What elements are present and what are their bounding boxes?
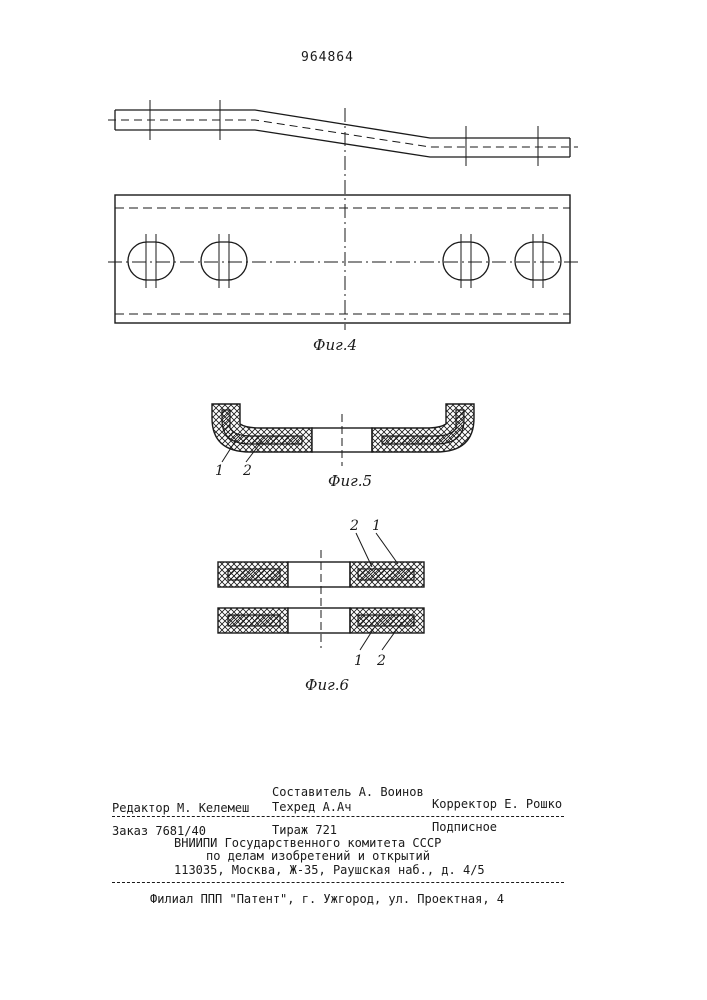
imprint-circulation: Тираж 721 <box>272 823 337 837</box>
imprint-org-line1: ВНИИПИ Государственного комитета СССР <box>174 836 441 850</box>
fig6-lower-left-core <box>228 615 280 626</box>
fig4-caption: Фиг.4 <box>313 336 357 354</box>
fig6-caption: Фиг.6 <box>305 676 349 694</box>
fig5-caption: Фиг.5 <box>328 472 372 490</box>
imprint-techred: Техред А.Ач <box>272 800 351 814</box>
fig4-profile-bottom <box>115 130 570 157</box>
fig6-upper-right-core <box>358 569 414 580</box>
fig6-lower-hole <box>288 608 350 633</box>
imprint-rule-top <box>112 816 564 817</box>
fig4-plan-view <box>115 195 570 323</box>
figure-5 <box>212 404 474 466</box>
imprint-address: 113035, Москва, Ж-35, Раушская наб., д. … <box>174 863 485 877</box>
fig4-hole-3 <box>443 234 489 288</box>
imprint-branch: Филиал ППП "Патент", г. Ужгород, ул. Про… <box>150 892 504 906</box>
imprint-editor: Редактор М. Келемеш <box>112 801 249 815</box>
figure-4 <box>108 100 578 330</box>
imprint-composer: Составитель А. Воинов <box>272 785 424 799</box>
fig4-hole-2 <box>201 234 247 288</box>
fig6-label-bottom-2: 2 <box>376 653 386 669</box>
fig6-label-top-2: 2 <box>349 518 359 534</box>
fig6-label-bottom-1: 1 <box>354 653 363 669</box>
imprint-subscription: Подписное <box>432 820 497 834</box>
fig6-lower-right-core <box>358 615 414 626</box>
fig5-label-1: 1 <box>215 463 224 479</box>
fig6-upper-left-core <box>228 569 280 580</box>
imprint-org-line2: по делам изобретений и открытий <box>206 849 430 863</box>
imprint-corrector: Корректор Е. Рошко <box>432 797 562 811</box>
fig5-label-2: 2 <box>242 463 252 479</box>
imprint-rule-bottom <box>112 882 564 883</box>
figure-6 <box>218 533 424 650</box>
fig4-hole-4 <box>515 234 561 288</box>
fig4-hole-1 <box>128 234 174 288</box>
fig6-label-top-1: 1 <box>372 518 381 534</box>
fig6-upper-hole <box>288 562 350 587</box>
